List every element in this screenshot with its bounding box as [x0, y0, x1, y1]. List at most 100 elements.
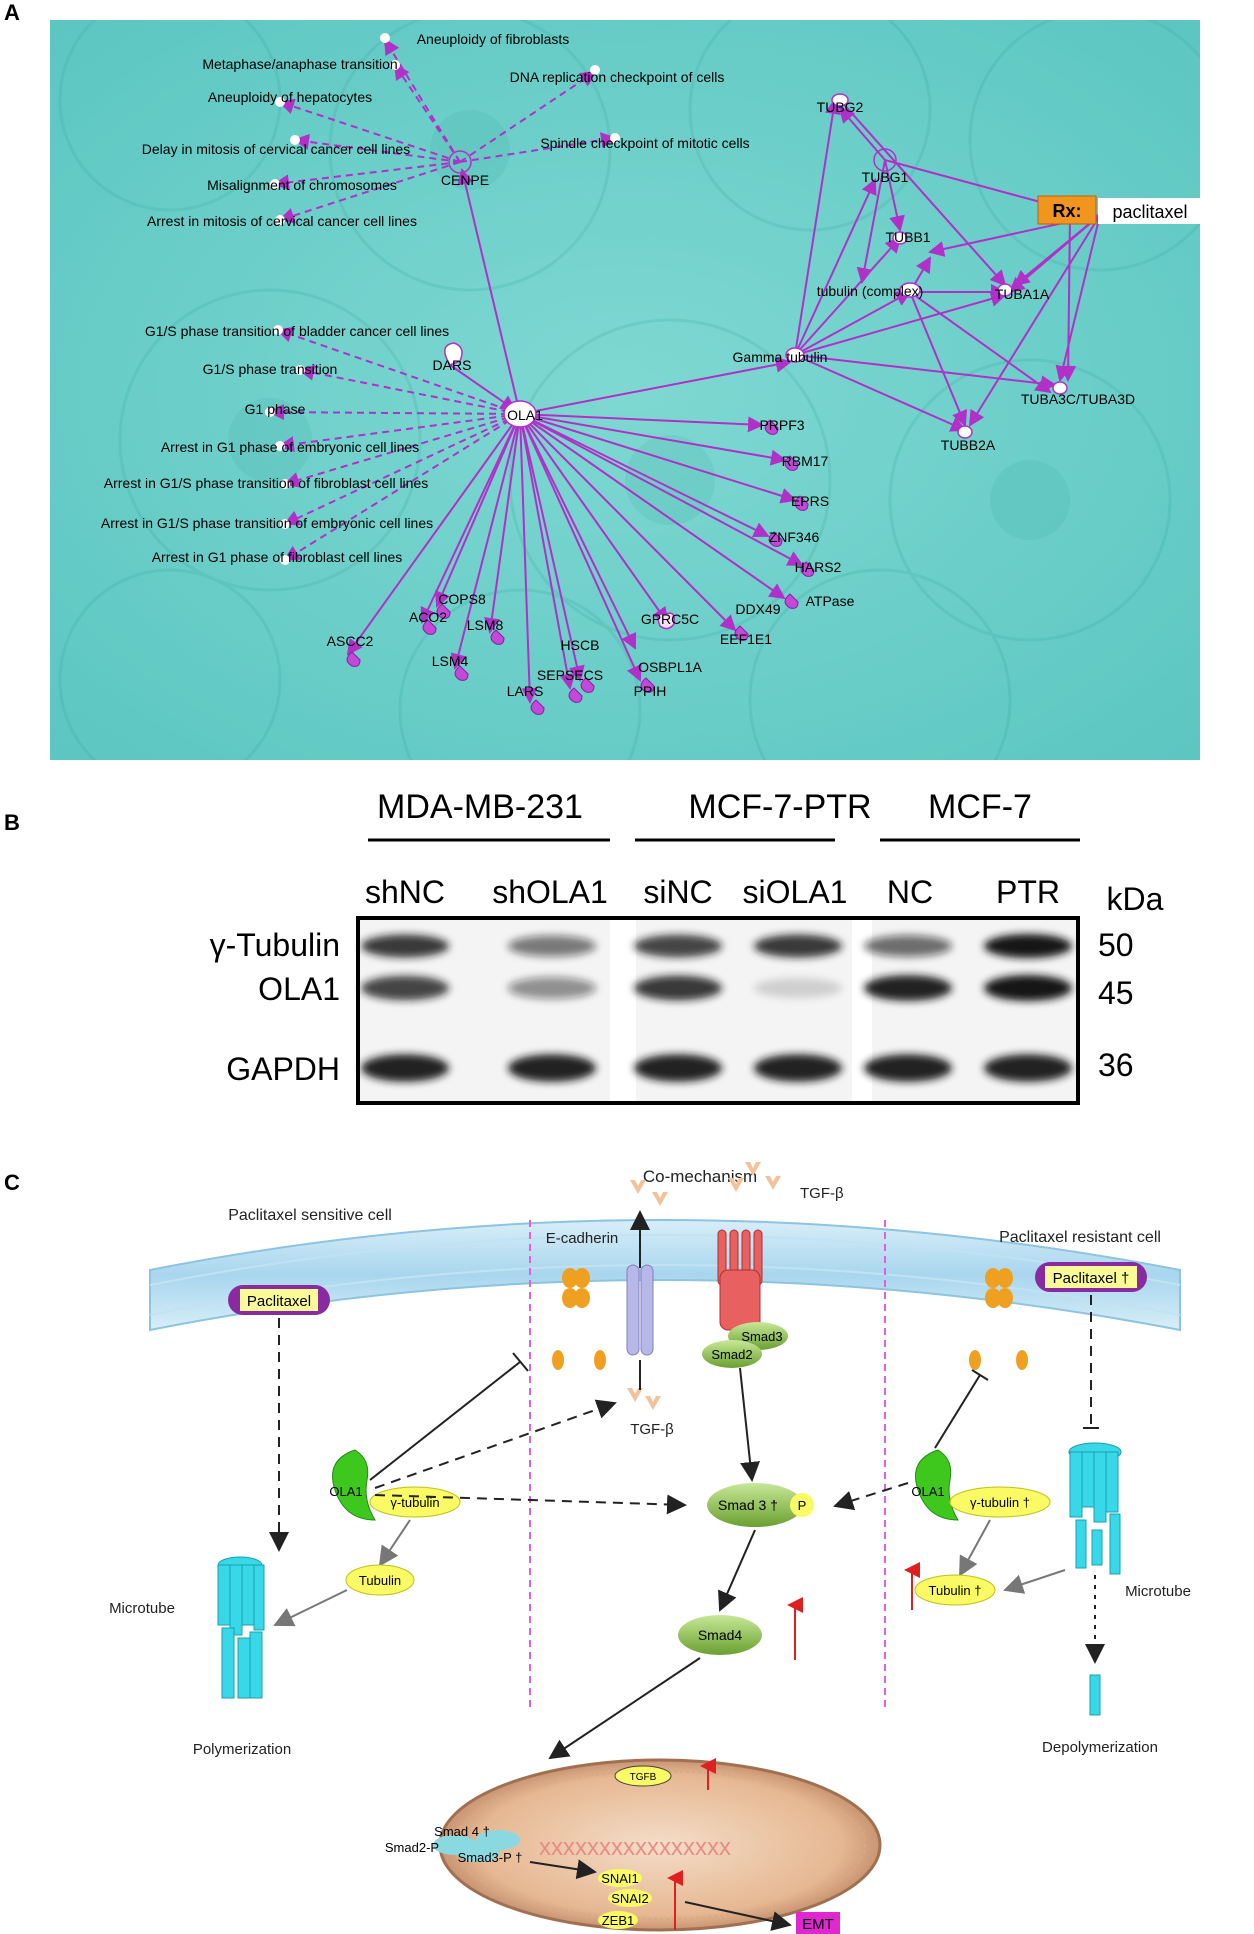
- size-label: 50: [1098, 927, 1134, 963]
- svg-text:OLA1: OLA1: [329, 1484, 362, 1499]
- svg-text:γ-tubulin †: γ-tubulin †: [970, 1495, 1030, 1510]
- node-tubulin-complex: tubulin (complex): [817, 283, 924, 299]
- function-label: DNA replication checkpoint of cells: [510, 69, 725, 85]
- tgfb-receptor: [717, 1229, 763, 1331]
- gamma-tubulin-right-node: γ-tubulin †: [949, 1486, 1051, 1518]
- unit-label: kDa: [1107, 881, 1164, 917]
- node-gprc5c: GPRC5C: [641, 611, 699, 627]
- svg-text:Smad 4 †: Smad 4 †: [434, 1824, 490, 1839]
- band-ola1: [754, 978, 842, 998]
- function-label: Aneuploidy of hepatocytes: [208, 89, 372, 105]
- microtubule-right: [1068, 1442, 1122, 1716]
- node-tubb1: TUBB1: [885, 229, 930, 245]
- lane-label: PTR: [996, 874, 1060, 910]
- ola1-node: [503, 400, 537, 428]
- protein-label-gapdh: GAPDH: [226, 1051, 340, 1087]
- svg-text:Paclitaxel: Paclitaxel: [247, 1293, 311, 1310]
- svg-text:Smad2: Smad2: [711, 1347, 752, 1362]
- node-hscb: HSCB: [561, 637, 600, 653]
- svg-text:TGFB: TGFB: [630, 1772, 657, 1783]
- panel-c-letter: C: [4, 1170, 20, 1195]
- node-dars: DARS: [433, 357, 472, 373]
- function-label: Arrest in G1 phase of fibroblast cell li…: [152, 549, 403, 565]
- node-ascc2: ASCC2: [327, 633, 374, 649]
- tgfb-transporter: [626, 1264, 654, 1356]
- size-label: 36: [1098, 1047, 1134, 1083]
- node-znf346: ZNF346: [769, 529, 820, 545]
- node-atpase: ATPase: [806, 593, 855, 609]
- function-label: Arrest in mitosis of cervical cancer cel…: [147, 213, 417, 229]
- node-lsm8: LSM8: [467, 617, 504, 633]
- svg-text:Smad 3 †: Smad 3 †: [718, 1497, 778, 1513]
- diagram-title: Co-mechanism: [643, 1167, 757, 1186]
- group-label-mcf7: MCF-7: [928, 788, 1032, 826]
- gamma-tubulin-node: [785, 347, 805, 363]
- node-cenpe: CENPE: [441, 172, 489, 188]
- node-tuba1a: TUBA1A: [995, 286, 1050, 302]
- lane-label: siNC: [643, 874, 712, 910]
- band-gapdh: [508, 1054, 596, 1082]
- svg-text:EMT: EMT: [802, 1916, 834, 1933]
- node-eprs: EPRS: [791, 493, 829, 509]
- svg-text:Smad3-P †: Smad3-P †: [458, 1850, 523, 1865]
- svg-text:xxxxxxxxxxxxxxxx: xxxxxxxxxxxxxxxx: [539, 1834, 731, 1861]
- smad23-complex: Smad3 Smad2: [702, 1322, 788, 1368]
- function-label: Aneuploidy of fibroblasts: [417, 31, 570, 47]
- lane-label: siOLA1: [743, 874, 848, 910]
- node-cops8: COPS8: [438, 591, 486, 607]
- band-gamma-tubulin: [361, 934, 449, 958]
- ecadherin-protein: [552, 1268, 606, 1370]
- interaction-network: Rx: paclitaxel CENPE DARS OLA1 TUBG2 TUB…: [50, 20, 1200, 760]
- microtube-left-label: Microtube: [109, 1600, 175, 1617]
- band-ola1: [634, 975, 722, 1001]
- node-prpf3: PRPF3: [759, 417, 804, 433]
- svg-text:SNAI1: SNAI1: [601, 1871, 639, 1886]
- function-label: Arrest in G1/S phase transition of embry…: [101, 515, 433, 531]
- node-lsm4: LSM4: [432, 653, 469, 669]
- group-label-mcf7ptr: MCF-7-PTR: [688, 788, 871, 826]
- gamma-tubulin-left-node: γ-tubulin: [369, 1486, 461, 1518]
- size-label: 45: [1098, 975, 1134, 1011]
- node-aco2: ACO2: [409, 609, 447, 625]
- svg-text:Smad4: Smad4: [698, 1627, 743, 1643]
- protein-label-gamma: γ-Tubulin: [210, 927, 340, 963]
- zeb1-node: ZEB1: [598, 1911, 638, 1929]
- svg-text:γ-tubulin: γ-tubulin: [390, 1495, 439, 1510]
- drug-box: [1037, 195, 1097, 225]
- band-gamma-tubulin: [754, 934, 842, 958]
- function-label: G1/S phase transition of bladder cancer …: [145, 323, 449, 339]
- function-label: Arrest in G1 phase of embryonic cell lin…: [161, 439, 419, 455]
- depolymerization-label: Depolymerization: [1042, 1739, 1158, 1756]
- drug-prefix: Rx:: [1052, 201, 1081, 221]
- node-tuba3c: TUBA3C/TUBA3D: [1021, 391, 1135, 407]
- lane-label: shOLA1: [492, 874, 608, 910]
- node-tubb2a: TUBB2A: [941, 437, 996, 453]
- node-lars: LARS: [507, 683, 544, 699]
- function-label: Misalignment of chromosomes: [207, 177, 397, 193]
- band-gapdh: [361, 1054, 449, 1082]
- band-gamma-tubulin: [634, 934, 722, 958]
- band-ola1: [984, 975, 1072, 1001]
- paclitaxel-up-pill: Paclitaxel †: [1035, 1262, 1147, 1292]
- cenpe-node: [448, 150, 472, 174]
- left-cell-title: Paclitaxel sensitive cell: [228, 1207, 392, 1224]
- band-gamma-tubulin: [984, 934, 1072, 958]
- node-ddx49: DDX49: [735, 601, 780, 617]
- svg-text:P: P: [798, 1498, 807, 1513]
- svg-text:SNAI2: SNAI2: [611, 1891, 649, 1906]
- band-ola1: [508, 976, 596, 1000]
- band-gamma-tubulin: [508, 935, 596, 957]
- nuclear-tgfb: TGFB: [614, 1765, 672, 1787]
- band-gapdh: [754, 1054, 842, 1082]
- ecadherin-label: E-cadherin: [546, 1230, 619, 1247]
- node-rbm17: RBM17: [782, 453, 829, 469]
- protein-label-ola1: OLA1: [258, 971, 340, 1007]
- function-label: Arrest in G1/S phase transition of fibro…: [104, 475, 429, 491]
- node-tubg1: TUBG1: [862, 169, 909, 185]
- polymerization-label: Polymerization: [193, 1741, 291, 1758]
- ola1-right-node: OLA1: [911, 1449, 959, 1521]
- tgfb-label-top: TGF-β: [800, 1185, 844, 1202]
- node-sepsecs: SEPSECS: [537, 667, 603, 683]
- tgfb-label-bottom: TGF-β: [630, 1421, 674, 1438]
- svg-text:Smad2-P: Smad2-P: [385, 1840, 439, 1855]
